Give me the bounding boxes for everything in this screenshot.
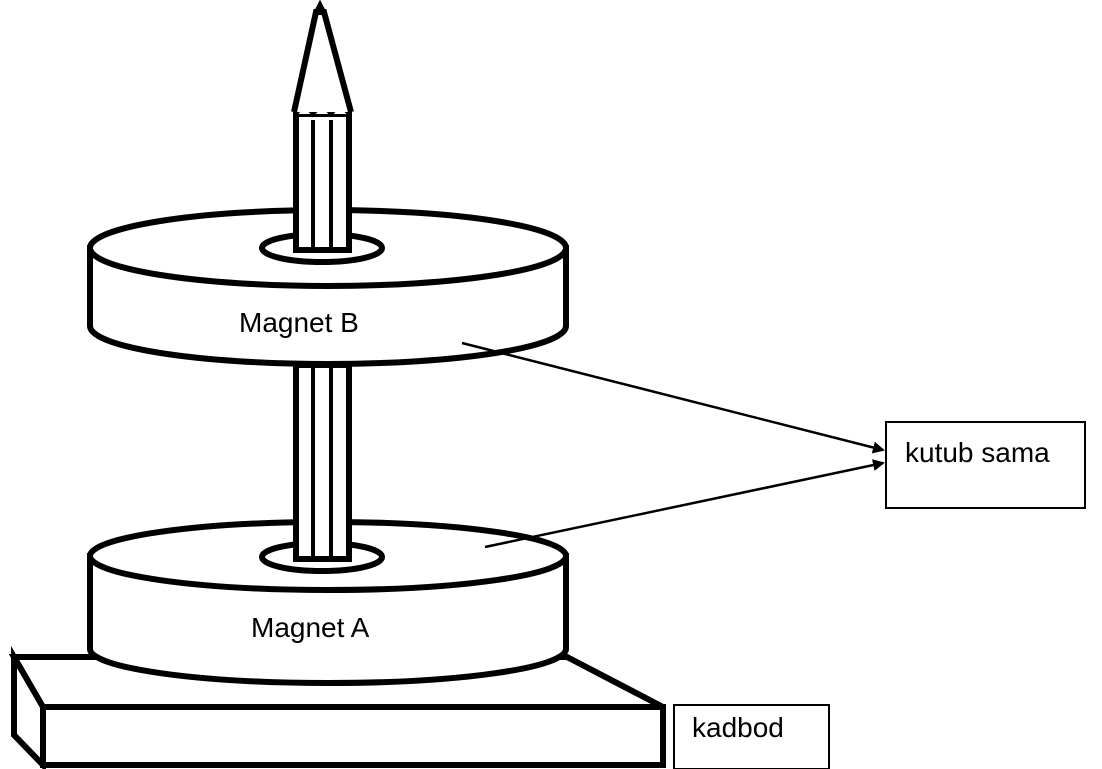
magnet-a xyxy=(87,519,569,686)
magnet-a-label: Magnet A xyxy=(251,612,370,643)
kutub-sama-box xyxy=(885,421,1086,509)
pole-arrows xyxy=(461,341,885,549)
magnet-b-label: Magnet B xyxy=(239,307,359,338)
pencil-upper xyxy=(291,0,354,253)
arrow-from-magnet-a xyxy=(484,459,885,549)
pencil-tip xyxy=(291,9,354,113)
kutub-sama-label: kutub sama xyxy=(905,437,1050,468)
arrow-from-magnet-b xyxy=(461,341,885,454)
kadbod-box xyxy=(673,704,830,769)
pencil-lead xyxy=(312,0,328,14)
pencil-lower-shaft xyxy=(293,362,352,562)
kadbod-label: kadbod xyxy=(692,712,784,743)
